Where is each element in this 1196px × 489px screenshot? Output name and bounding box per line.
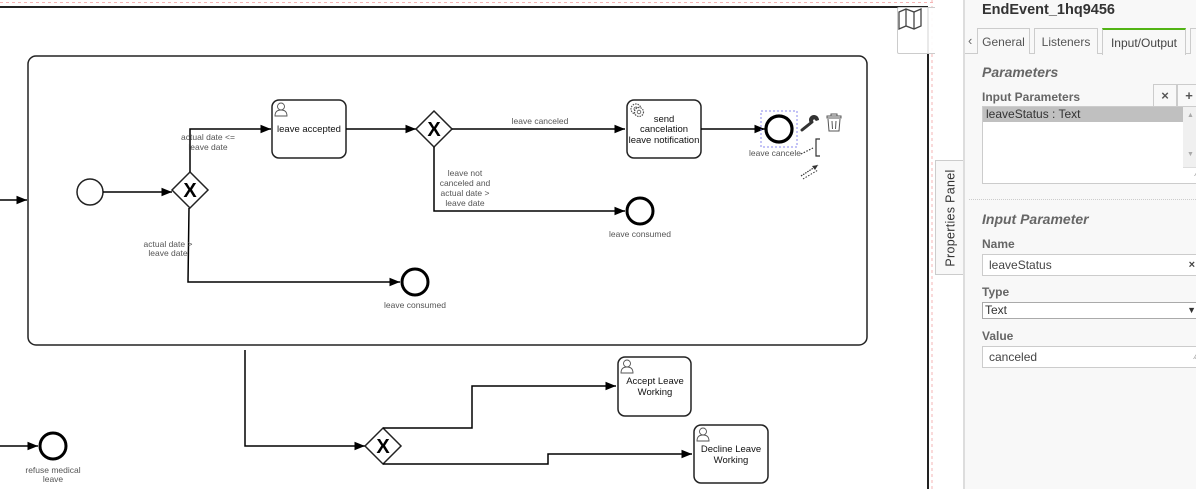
properties-panel: EndEvent_1hq9456 ‹ General Listeners Inp… <box>963 0 1196 489</box>
resize-grip-icon[interactable]: ⁄⁄ <box>1183 167 1196 183</box>
task-accept-leave-working[interactable]: Accept Leave Working <box>617 356 692 417</box>
end-event-leave-canceled[interactable]: leave cancele <box>749 110 801 158</box>
flow-actual-le[interactable] <box>189 124 271 172</box>
send-cancel-line-2: cancelation <box>640 124 688 135</box>
trash-icon[interactable] <box>826 113 842 132</box>
tab-scroll-left-button[interactable]: ‹ <box>968 33 973 48</box>
type-select[interactable]: Text ▼ <box>982 302 1196 319</box>
type-label: Type <box>982 285 1010 299</box>
flow-label-not-canceled-4: leave date <box>445 198 484 208</box>
scroll-down-icon[interactable]: ▼ <box>1187 151 1194 158</box>
tab-listeners[interactable]: Listeners <box>1034 28 1098 54</box>
connect-icon[interactable] <box>800 164 819 180</box>
scroll-up-icon[interactable]: ▲ <box>1187 112 1194 119</box>
subprocess[interactable] <box>27 55 868 346</box>
parameters-heading: Parameters <box>982 64 1059 80</box>
decline-line-2: Working <box>714 455 749 466</box>
decline-line-1: Decline Leave <box>701 444 761 455</box>
flow-to-accept-working[interactable] <box>383 381 616 429</box>
properties-panel-toggle[interactable]: Properties Panel <box>935 160 965 275</box>
clear-name-icon[interactable]: × <box>1188 259 1195 271</box>
tab-input-output[interactable]: Input/Output <box>1102 28 1186 55</box>
flow-label-actual-gt-1: actual date > <box>144 239 193 249</box>
gear-icon <box>630 103 645 118</box>
flow-label-leave-canceled: leave canceled <box>512 116 569 126</box>
value-textarea[interactable]: canceled ⁄⁄ <box>982 346 1196 368</box>
input-parameter-heading: Input Parameter <box>982 211 1089 227</box>
svg-text:leave accepted: leave accepted <box>277 124 341 135</box>
flow-label-not-canceled-2: canceled and <box>440 178 491 188</box>
refuse-line-1: refuse medical <box>25 465 80 475</box>
value-textarea-value: canceled <box>989 350 1038 364</box>
name-field-value: leaveStatus <box>989 258 1052 272</box>
context-pad <box>800 113 842 180</box>
flow-label-actual-le-1: actual date <= <box>181 132 235 142</box>
flow-not-canceled[interactable] <box>433 147 625 216</box>
svg-text:leave consumed: leave consumed <box>384 300 446 310</box>
flow-label-not-canceled-3: actual date > <box>441 188 490 198</box>
task-decline-leave-working[interactable]: Decline Leave Working <box>693 424 769 484</box>
user-icon <box>620 359 634 374</box>
task-leave-accepted[interactable]: leave accepted <box>271 99 347 159</box>
selection-outline <box>760 110 798 148</box>
end-event-refuse-medical-leave[interactable]: refuse medical leave <box>25 431 81 484</box>
text-annotation-icon[interactable] <box>800 138 820 157</box>
flow-to-decline-working[interactable] <box>383 449 692 465</box>
user-icon <box>696 427 710 442</box>
flow-to-gateway-3[interactable] <box>244 350 365 451</box>
flow-actual-gt[interactable] <box>187 207 400 287</box>
input-parameters-label: Input Parameters <box>982 90 1081 104</box>
name-field[interactable]: leaveStatus × <box>982 254 1196 276</box>
panel-title: EndEvent_1hq9456 <box>982 2 1115 18</box>
type-select-value: Text <box>985 303 1008 317</box>
list-scrollbar[interactable]: ▲ ▼ ⁄⁄ <box>1183 107 1196 183</box>
accept-line-2: Working <box>638 387 673 398</box>
add-parameter-button[interactable]: + <box>1177 84 1196 106</box>
bpmn-canvas[interactable]: X actual date <= leave date actual date … <box>0 0 935 489</box>
start-event[interactable] <box>76 178 104 206</box>
properties-panel-toggle-label: Properties Panel <box>943 168 958 267</box>
tab-more[interactable] <box>1190 28 1196 54</box>
end-event-leave-consumed-2[interactable]: leave consumed <box>384 267 446 310</box>
exclusive-gateway-2[interactable]: X <box>414 109 454 149</box>
end-event-leave-consumed-1[interactable]: leave consumed <box>609 196 671 239</box>
send-cancel-line-1: send <box>654 114 675 125</box>
task-send-cancelation[interactable]: send cancelation leave notification <box>626 99 702 159</box>
remove-parameter-button[interactable]: × <box>1153 84 1177 106</box>
send-cancel-line-3: leave notification <box>629 135 700 146</box>
svg-text:X: X <box>183 180 197 202</box>
exclusive-gateway-1[interactable]: X <box>170 170 210 210</box>
svg-text:leave consumed: leave consumed <box>609 229 671 239</box>
tab-bar: ‹ General Listeners Input/Output <box>965 28 1196 55</box>
minimap-toggle[interactable] <box>897 7 935 54</box>
section-divider <box>969 199 1196 200</box>
input-parameters-list[interactable]: leaveStatus : Text ▲ ▼ ⁄⁄ <box>982 106 1196 184</box>
tab-general[interactable]: General <box>977 28 1030 54</box>
resize-grip-icon[interactable]: ⁄⁄ <box>1195 346 1196 366</box>
svg-text:X: X <box>376 436 390 458</box>
flow-label-actual-gt-2: leave date <box>148 248 187 258</box>
value-label: Value <box>982 329 1014 343</box>
list-item[interactable]: leaveStatus : Text <box>983 107 1183 122</box>
wrench-icon[interactable] <box>800 115 822 134</box>
flow-label-actual-le-2: leave date <box>188 142 227 152</box>
svg-text:leave cancele: leave cancele <box>749 148 801 158</box>
accept-line-1: Accept Leave <box>626 376 684 387</box>
map-icon <box>898 8 922 30</box>
svg-text:X: X <box>427 119 441 141</box>
name-label: Name <box>982 237 1015 251</box>
exclusive-gateway-3[interactable]: X <box>363 426 403 466</box>
flow-label-not-canceled-1: leave not <box>448 168 483 178</box>
refuse-line-2: leave <box>43 474 64 484</box>
chevron-down-icon: ▼ <box>1187 305 1196 315</box>
diagram-svg: X actual date <= leave date actual date … <box>0 0 935 489</box>
user-icon <box>274 102 288 117</box>
